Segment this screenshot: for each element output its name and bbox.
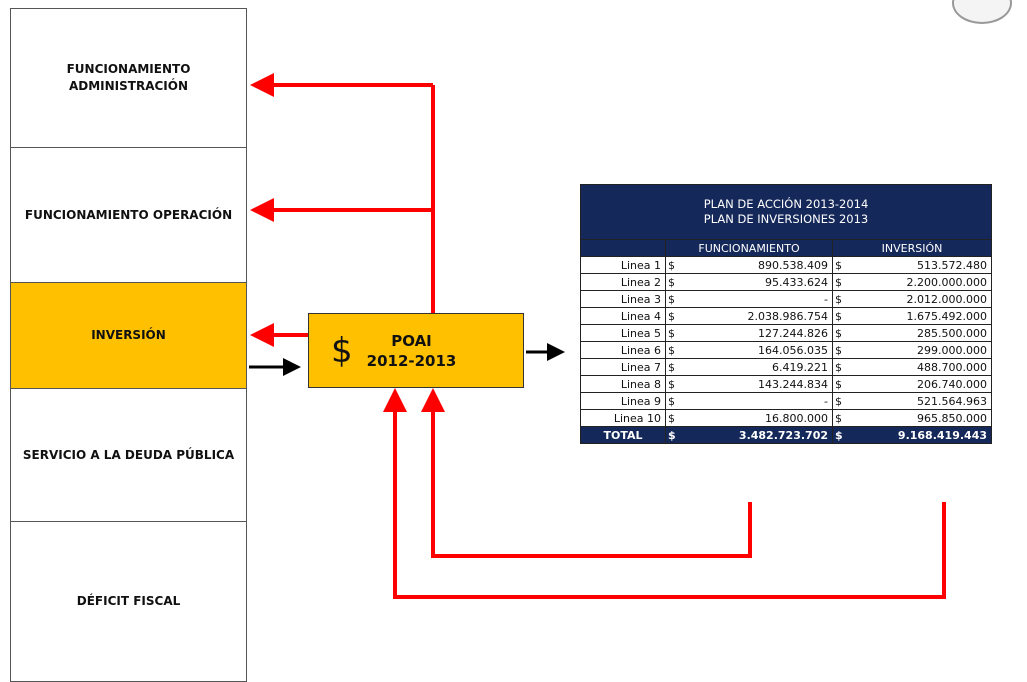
row-inversion: 513.572.480 (845, 256, 992, 274)
plan-table: PLAN DE ACCIÓN 2013-2014 PLAN DE INVERSI… (580, 184, 992, 444)
row-label: Linea 8 (580, 375, 666, 393)
table-row: Linea 3$-$2.012.000.000 (580, 290, 992, 308)
row-label: Linea 9 (580, 392, 666, 410)
row-currency: $ (665, 273, 678, 291)
row-funcionamiento: 95.433.624 (678, 273, 833, 291)
row-inversion: 2.012.000.000 (845, 290, 992, 308)
row-currency: $ (665, 358, 678, 376)
poai-period: 2012-2013 (366, 351, 457, 370)
row-funcionamiento: - (678, 290, 833, 308)
table-title-line1: PLAN DE ACCIÓN 2013-2014 (703, 197, 869, 211)
total-funcionamiento: 3.482.723.702 (678, 426, 833, 444)
table-row: Linea 2$95.433.624$2.200.000.000 (580, 273, 992, 291)
row-inversion: 206.740.000 (845, 375, 992, 393)
table-row: Linea 1$890.538.409$513.572.480 (580, 256, 992, 274)
row-currency: $ (665, 324, 678, 342)
poai-box: $ POAI 2012-2013 (308, 313, 524, 388)
table-total-row: TOTAL $ 3.482.723.702 $ 9.168.419.443 (580, 426, 992, 444)
box-servicio-deuda: SERVICIO A LA DEUDA PÚBLICA (10, 388, 247, 522)
row-currency: $ (832, 392, 845, 410)
table-row: Linea 5$127.244.826$285.500.000 (580, 324, 992, 342)
row-funcionamiento: 16.800.000 (678, 409, 833, 427)
table-row: Linea 8$143.244.834$206.740.000 (580, 375, 992, 393)
row-funcionamiento: 2.038.986.754 (678, 307, 833, 325)
row-label: Linea 4 (580, 307, 666, 325)
row-inversion: 285.500.000 (845, 324, 992, 342)
row-currency: $ (832, 324, 845, 342)
row-currency: $ (832, 273, 845, 291)
row-funcionamiento: 127.244.826 (678, 324, 833, 342)
box-funcionamiento-operacion: FUNCIONAMIENTO OPERACIÓN (10, 147, 247, 283)
row-label: Linea 1 (580, 256, 666, 274)
total-currency-1: $ (665, 426, 678, 444)
col-header-funcionamiento: FUNCIONAMIENTO (665, 239, 833, 257)
row-inversion: 2.200.000.000 (845, 273, 992, 291)
box-deficit-fiscal: DÉFICIT FISCAL (10, 521, 247, 682)
row-label: Linea 6 (580, 341, 666, 359)
row-inversion: 299.000.000 (845, 341, 992, 359)
row-currency: $ (832, 256, 845, 274)
row-currency: $ (665, 290, 678, 308)
table-title: PLAN DE ACCIÓN 2013-2014 PLAN DE INVERSI… (580, 184, 992, 240)
table-row: Linea 9$-$521.564.963 (580, 392, 992, 410)
poai-label: POAI (391, 331, 432, 350)
table-row: Linea 7$6.419.221$488.700.000 (580, 358, 992, 376)
row-currency: $ (832, 341, 845, 359)
row-inversion: 521.564.963 (845, 392, 992, 410)
box-funcionamiento-administracion: FUNCIONAMIENTO ADMINISTRACIÓN (10, 8, 247, 148)
row-currency: $ (665, 392, 678, 410)
row-currency: $ (832, 358, 845, 376)
row-inversion: 1.675.492.000 (845, 307, 992, 325)
table-row: Linea 4$2.038.986.754$1.675.492.000 (580, 307, 992, 325)
poai-title: POAI 2012-2013 (367, 331, 457, 371)
row-label: Linea 3 (580, 290, 666, 308)
red-loop-funcionamiento (421, 388, 752, 558)
row-funcionamiento: 890.538.409 (678, 256, 833, 274)
total-currency-2: $ (832, 426, 845, 444)
row-currency: $ (832, 307, 845, 325)
row-inversion: 965.850.000 (845, 409, 992, 427)
row-currency: $ (665, 256, 678, 274)
row-funcionamiento: 164.056.035 (678, 341, 833, 359)
total-inversion: 9.168.419.443 (845, 426, 992, 444)
table-title-line2: PLAN DE INVERSIONES 2013 (703, 212, 869, 226)
row-label: Linea 2 (580, 273, 666, 291)
row-currency: $ (665, 307, 678, 325)
row-label: Linea 7 (580, 358, 666, 376)
table-row: Linea 6$164.056.035$299.000.000 (580, 341, 992, 359)
col-header-inversion: INVERSIÓN (832, 239, 992, 257)
total-label: TOTAL (580, 426, 666, 444)
row-currency: $ (665, 409, 678, 427)
row-currency: $ (832, 290, 845, 308)
row-funcionamiento: 143.244.834 (678, 375, 833, 393)
table-row: Linea 10$16.800.000$965.850.000 (580, 409, 992, 427)
row-funcionamiento: - (678, 392, 833, 410)
row-currency: $ (665, 375, 678, 393)
red-loop-inversion (383, 388, 946, 599)
row-label: Linea 10 (580, 409, 666, 427)
row-currency: $ (832, 375, 845, 393)
row-label: Linea 5 (580, 324, 666, 342)
row-currency: $ (665, 341, 678, 359)
table-corner (580, 239, 666, 257)
row-inversion: 488.700.000 (845, 358, 992, 376)
row-currency: $ (832, 409, 845, 427)
dollar-icon: $ (331, 330, 353, 371)
row-funcionamiento: 6.419.221 (678, 358, 833, 376)
